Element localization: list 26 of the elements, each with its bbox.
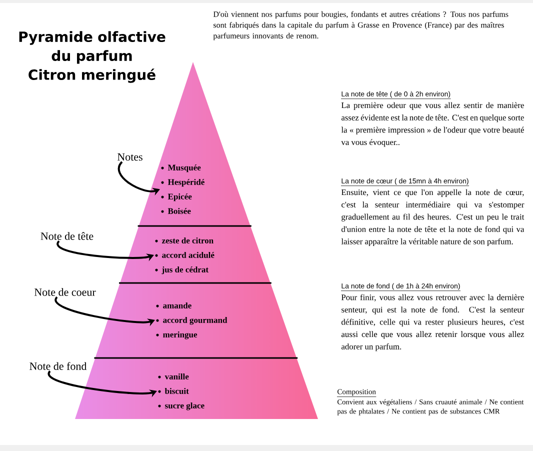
node-label: Hespéridé (168, 178, 204, 187)
paragraph: Ensuite, vient ce que l'on appelle la note de cœur, c'est la senteur intermédiaire qui va s'estomper graduellement au fil des heures. C'est un peu le trait d'union entre la note de tête et la note de fond qui va laisser apparaître la véritable nature de son parfum. (341, 189, 524, 246)
node-label: amande (163, 302, 192, 308)
paragraph: La première odeur que vous allez sentir de manière assez évidente est la note de tête. C'est en quelque sorte la « première impression » de l'odeur que votre beauté va vous évoquer.. (341, 102, 524, 147)
title: Pyramide olfactive du parfum Citron meringué (19, 31, 166, 83)
node-label: meringue (163, 331, 198, 340)
bullet-list: vanille biscuit sucre glace (158, 373, 204, 410)
node-label: biscuit (164, 388, 189, 394)
node-label: sucre glace (165, 402, 204, 410)
note-label: Notes (117, 153, 142, 161)
bullet-list: zeste de citron accord acidulé jus de cédrat (155, 237, 214, 274)
bullet-list: amande accord gourmand meringue (156, 302, 228, 340)
intro-paragraph: D'où viennent nos parfums pour bougies, fondants et autres créations ? Tous nos parfums sont fabriqués dans la capitale du parfum à Grasse en Provence (France) par des maîtres parfumeurs innovants de renom. (213, 11, 508, 40)
paragraph: Pour finir, vous allez vous retrouver avec la dernière senteur, qui est la note de fond. C'est la senteur définitive, celle qui va rester plusieurs heures, c'est aussi celle que vous allez retenir lorsque vous allez adorer un parfum. (341, 294, 524, 352)
node-label: Epicée (168, 193, 192, 202)
note-label: Note de fond (30, 362, 87, 370)
note-label: Note de tête (40, 232, 94, 240)
bullet-list: Musquée Hespéridé Epicée Boisée (161, 164, 204, 214)
note-label: Note de coeur (34, 288, 96, 296)
node-label: accord acidulé (162, 252, 214, 258)
node-label: Boisée (168, 208, 191, 214)
node-label: vanille (164, 373, 189, 380)
node-label: jus de cédrat (162, 266, 209, 274)
node-label: accord gourmand (163, 316, 228, 325)
node-label: zeste de citron (162, 237, 214, 244)
node-label: Musquée (168, 164, 201, 172)
